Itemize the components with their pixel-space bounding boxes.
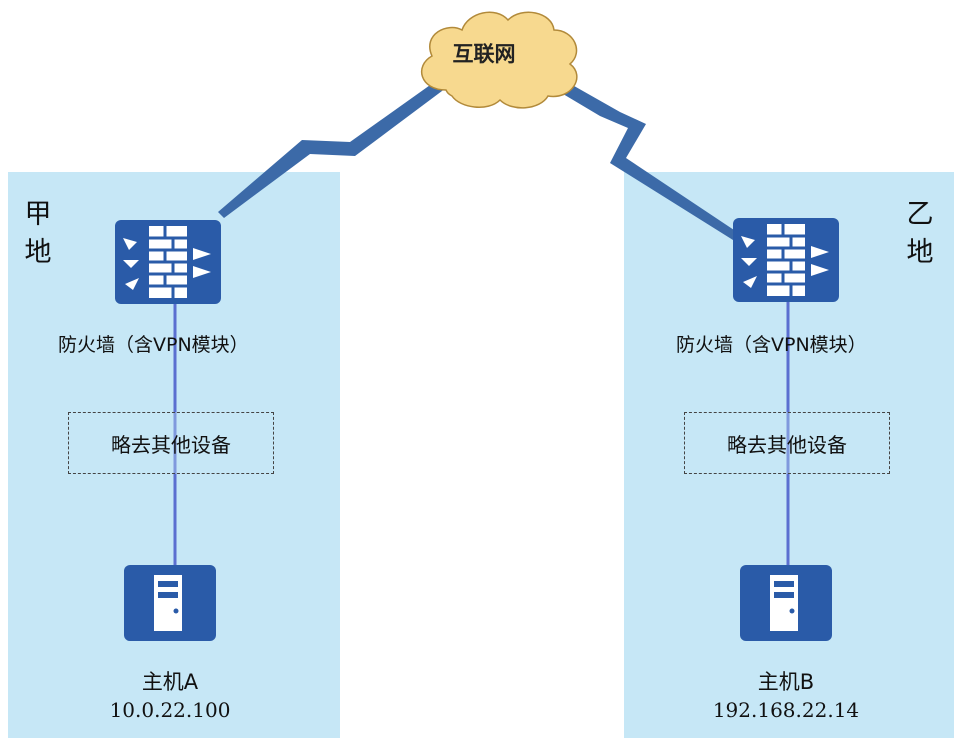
server-icon xyxy=(124,565,216,641)
site-b-label-char: 乙 xyxy=(906,199,934,230)
host-a-name: 主机A xyxy=(141,670,199,694)
site-b-label-char: 地 xyxy=(906,237,934,268)
host-b-name: 主机B xyxy=(757,670,815,694)
site-b-label: 乙 地 xyxy=(904,196,936,272)
site-a-label-char: 地 xyxy=(24,237,52,268)
firewall-b-label: 防火墙（含VPN模块） xyxy=(676,334,867,356)
omitted-devices-b: 略去其他设备 xyxy=(684,412,890,474)
wan-link-a xyxy=(218,78,446,218)
firewall-icon xyxy=(733,218,839,302)
site-a-label-char: 甲 xyxy=(24,199,52,230)
server-icon xyxy=(740,565,832,641)
host-a-ip: 10.0.22.100 xyxy=(109,698,231,722)
firewall-icon xyxy=(115,220,221,304)
cloud-icon xyxy=(421,11,578,109)
internet-label: 互联网 xyxy=(452,42,516,66)
wan-link-b xyxy=(553,78,740,240)
host-b-ip: 192.168.22.14 xyxy=(712,698,860,722)
firewall-a-label: 防火墙（含VPN模块） xyxy=(58,334,249,356)
omitted-devices-a: 略去其他设备 xyxy=(68,412,274,474)
site-a-label: 甲 地 xyxy=(22,196,54,272)
